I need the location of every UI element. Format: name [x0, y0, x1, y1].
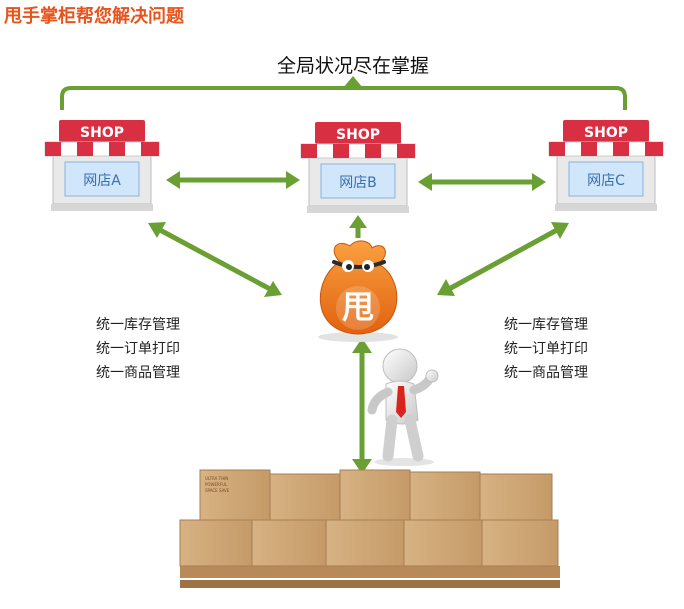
feature-left-inventory: 统一库存管理 — [96, 317, 180, 333]
arrow-bag-shopB — [349, 215, 367, 238]
feature-right-order-print: 统一订单打印 — [504, 341, 588, 357]
warehouse-boxes-icon: ULTRA THIN POWERFUL SPACE SAVE — [179, 469, 560, 588]
shop-a-sign: SHOP — [80, 125, 124, 141]
shop-b: SHOP 网店B — [300, 122, 416, 213]
feature-left-order-print: 统一订单打印 — [96, 341, 180, 357]
shop-c-sign: SHOP — [584, 125, 628, 141]
arrow-shopC-bag — [437, 222, 569, 296]
bag-character: 甩 — [342, 288, 374, 326]
page-title: 甩手掌柜帮您解决问题 — [4, 6, 184, 27]
top-bracket — [60, 76, 627, 110]
features-left: 统一库存管理 统一订单打印 统一商品管理 — [96, 313, 180, 385]
shop-c-name: 网店C — [587, 173, 625, 189]
arrow-bag-warehouse — [352, 338, 372, 474]
feature-right-inventory: 统一库存管理 — [504, 317, 588, 333]
top-label: 全局状况尽在掌握 — [277, 55, 429, 77]
arrow-shopA-shopB — [166, 171, 300, 189]
feature-left-product: 统一商品管理 — [96, 365, 180, 381]
shop-a: SHOP 网店A — [44, 120, 160, 211]
shop-b-sign: SHOP — [336, 127, 380, 143]
box-label-1: ULTRA THIN — [205, 476, 228, 481]
box-label-2: POWERFUL — [205, 482, 228, 487]
thumbs-up-man-icon — [367, 348, 439, 466]
arrow-shopA-bag — [148, 222, 282, 297]
feature-right-product: 统一商品管理 — [504, 365, 588, 381]
arrow-shopB-shopC — [418, 173, 546, 191]
features-right: 统一库存管理 统一订单打印 统一商品管理 — [504, 313, 588, 385]
shop-c: SHOP 网店C — [548, 120, 664, 211]
shop-a-name: 网店A — [83, 173, 121, 189]
box-label-3: SPACE SAVE — [205, 488, 230, 493]
shop-b-name: 网店B — [339, 175, 377, 191]
money-bag-icon: 甩 — [318, 240, 398, 342]
